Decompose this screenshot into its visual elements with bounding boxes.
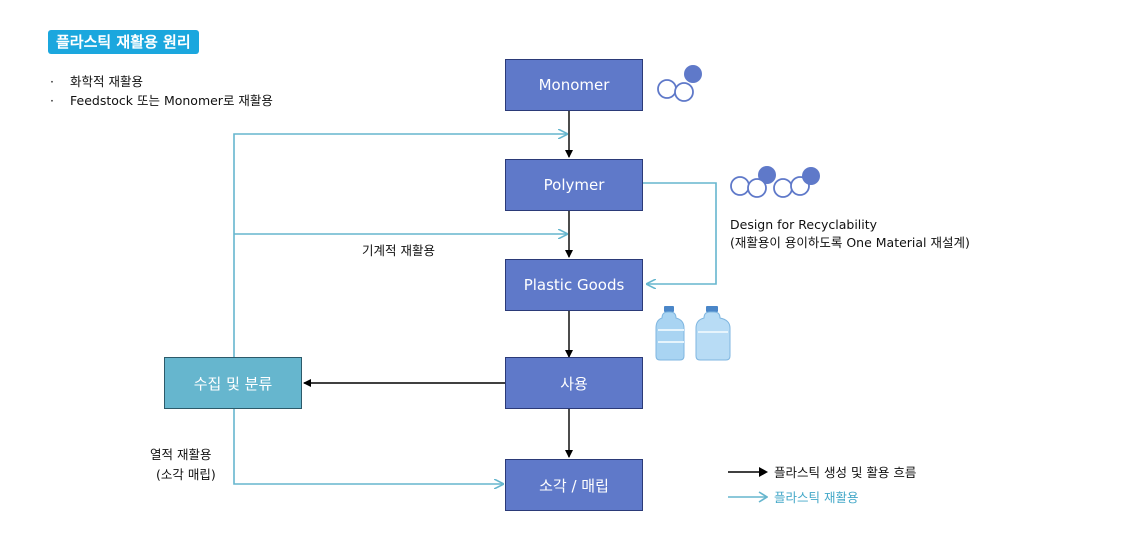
recycle-path-design [643, 182, 717, 284]
monomer-molecule-icon [657, 65, 702, 102]
water-bottle-icon [655, 306, 685, 361]
page-title: 플라스틱 재활용 원리 [48, 30, 199, 54]
mechanical-recycling-label: 기계적 재활용 [362, 243, 435, 258]
incinerate-landfill-box: 소각 / 매립 [505, 459, 643, 511]
monomer-box: Monomer [505, 59, 643, 111]
legend-black-arrow-icon [728, 466, 768, 477]
bullet-item: ·Feedstock 또는 Monomer로 재활용 [50, 93, 273, 108]
thermal-recycling-note: (소각 매립) [156, 467, 216, 482]
thermal-recycling-label: 열적 재활용 [150, 447, 212, 462]
legend-cyan-arrow-icon [728, 490, 768, 503]
use-box: 사용 [505, 357, 643, 409]
recycle-path-thermal [233, 409, 503, 484]
legend-recycle: 플라스틱 재활용 [728, 487, 858, 506]
bullet-list: ·화학적 재활용 ·Feedstock 또는 Monomer로 재활용 [50, 72, 273, 110]
legend-flow: 플라스틱 생성 및 활용 흐름 [728, 462, 916, 481]
plastic-goods-box: Plastic Goods [505, 259, 643, 311]
polymer-chain-icon [730, 166, 820, 198]
bullet-item: ·화학적 재활용 [50, 74, 143, 89]
polymer-box: Polymer [505, 159, 643, 211]
collect-sort-box: 수집 및 분류 [164, 357, 302, 409]
water-bottle-icon [695, 306, 731, 361]
recycle-path-chemical [233, 134, 567, 357]
design-for-recyclability-note: (재활용이 용이하도록 One Material 재설계) [730, 235, 970, 250]
design-for-recyclability-label: Design for Recyclability [730, 217, 878, 232]
